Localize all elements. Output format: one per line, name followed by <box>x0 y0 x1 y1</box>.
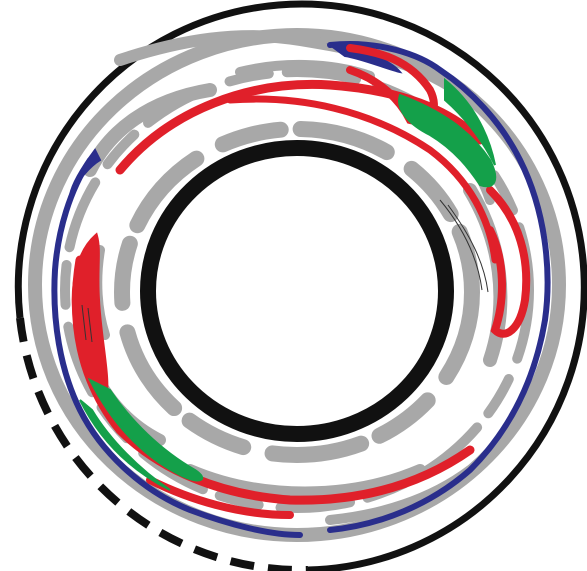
outer-boundary-dashed <box>16 317 309 571</box>
green-band <box>79 77 497 491</box>
inner-cylinder <box>140 140 454 442</box>
outer-boundary-solid <box>14 0 587 571</box>
thin-streamlines <box>81 199 489 343</box>
